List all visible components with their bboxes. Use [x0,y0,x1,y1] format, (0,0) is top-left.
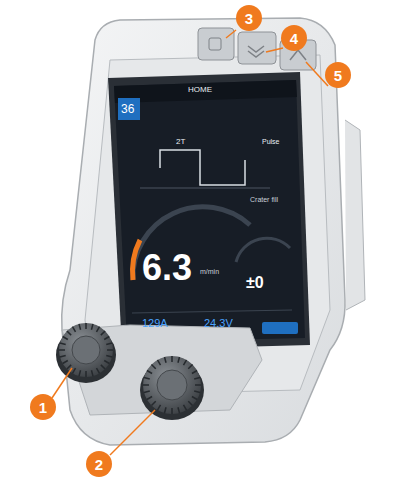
knob-knurl [144,391,150,393]
knob-knurl [188,401,192,405]
knob-knurl [184,360,187,365]
knob-knurl [192,397,197,400]
knob-knurl [73,327,76,332]
knob-knurl [60,355,66,357]
knob-knurl [104,361,109,364]
knob-knurl [63,337,68,340]
knob-knurl [144,377,150,379]
crater-fill-label: Crater fill [250,196,278,203]
wire-speed-unit: m/min [200,268,219,275]
knob-knurl [171,408,173,414]
knob-knurl [79,324,81,330]
knob-knurl [195,384,201,386]
knob-knurl [85,371,87,377]
knob-knurl [91,324,93,330]
knob-knurl [101,365,105,369]
callout-number: 4 [281,25,307,51]
knob-knurl [59,349,65,351]
knob-knurl [158,360,161,365]
callout-number: 5 [325,62,351,88]
knob-knurl [151,401,155,405]
knob-knurl [67,331,71,335]
knob-knurl [151,364,155,368]
knob-knurl [178,407,180,413]
knob-knurl [79,370,81,376]
knob-knurl [164,407,166,413]
callout-number: 3 [236,5,262,31]
trigger-mode: 2T [176,138,185,146]
pulse-label: Pulse [262,138,280,145]
knob-knurl [178,357,180,363]
knob-knurl [107,349,113,351]
knob-knurl [192,371,197,374]
knob-knurl [188,364,192,368]
knob-knurl [97,327,100,332]
knob-knurl [194,391,200,393]
trim-value: ±0 [246,275,264,291]
knob-knurl [158,405,161,410]
program-number: 36 [121,103,134,115]
knob-knurl [184,405,187,410]
knob-knurl [164,357,166,363]
callout-number: 2 [86,451,112,477]
screen-heading: HOME [188,86,212,94]
knob-knurl [63,361,68,364]
voltage-value: 24.3V [204,318,233,329]
knob-knurl [147,397,152,400]
knob-knurl [73,368,76,373]
knob-knurl [171,356,173,362]
knob-knurl [60,343,66,345]
knob-knurl [101,331,105,335]
knob-knurl [106,355,112,357]
knob-knurl [106,343,112,345]
wire-speed-value: 6.3 [142,250,192,286]
knob-knurl [85,323,87,329]
knob-knurl [143,384,149,386]
callout-number: 1 [30,394,56,420]
current-value: 129A [142,318,168,329]
knob-knurl [67,365,71,369]
knob-knurl [91,370,93,376]
knob-knurl [104,337,109,340]
knob-knurl [194,377,200,379]
knob-knurl [147,371,152,374]
knob-knurl [97,368,100,373]
